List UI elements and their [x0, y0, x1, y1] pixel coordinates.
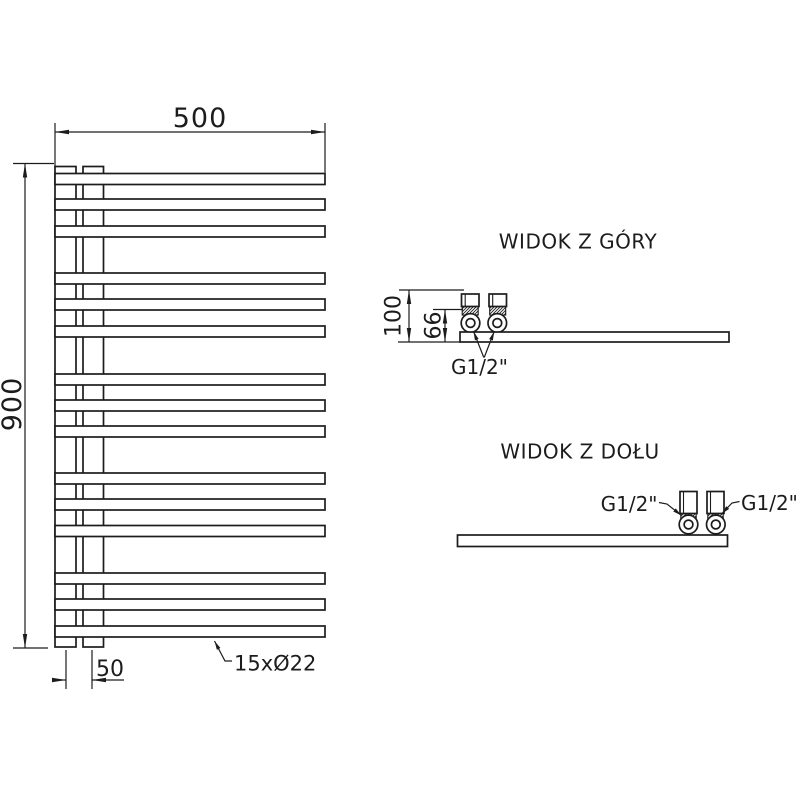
leader-line [658, 501, 682, 516]
tube [54, 272, 326, 285]
tube [54, 524, 326, 538]
leader-line [721, 500, 740, 515]
dim-height-value: 900 [0, 377, 28, 432]
dim-spacing-value: 50 [96, 657, 124, 682]
tube [54, 598, 326, 611]
thread-callout: G1/2" [451, 331, 508, 379]
tube [54, 572, 326, 585]
tube [54, 425, 326, 438]
valve-body [679, 490, 698, 515]
tube [54, 399, 326, 412]
pipe-port-inner [683, 519, 694, 530]
tube [54, 472, 326, 485]
dim-pipe-axis-value: 66 [422, 312, 447, 340]
fitting-left [460, 293, 480, 316]
tube [54, 498, 326, 511]
valve-body [460, 293, 480, 308]
tube [54, 625, 326, 638]
top-view-title: WIDOK Z GÓRY [499, 230, 658, 254]
tube-spec-callout: 15xØ22 [213, 640, 316, 676]
dim-width: 500 [54, 103, 326, 173]
tube [54, 225, 326, 238]
pipe-port-inner [710, 519, 722, 530]
top-view: WIDOK Z GÓRY 100 66 [382, 230, 730, 379]
tube [54, 198, 326, 211]
dim-depth-value: 100 [382, 295, 407, 337]
pipe-port-inner [465, 317, 476, 329]
leader-line [472, 331, 485, 358]
tube [54, 172, 326, 186]
leader-line [213, 640, 232, 662]
dim-width-value: 500 [173, 103, 228, 134]
thread-label-left: G1/2" [601, 492, 658, 516]
front-view: 500 900 50 15xØ22 [0, 103, 326, 689]
valve-body [488, 293, 508, 308]
dim-depth: 100 [382, 289, 464, 342]
tube [54, 373, 326, 386]
panel-edge [459, 331, 730, 343]
thread-callout-right: G1/2" [721, 491, 798, 515]
thread-label: G1/2" [451, 355, 508, 379]
pipe-port-inner [492, 317, 503, 329]
fitting-right [706, 490, 725, 521]
fitting-right [488, 293, 508, 316]
thread-callout-left: G1/2" [601, 492, 682, 516]
thread-label-right: G1/2" [741, 491, 798, 515]
panel-edge [456, 534, 729, 548]
tube-spec-label: 15xØ22 [234, 652, 316, 676]
dim-height: 900 [0, 162, 54, 649]
tube [54, 325, 326, 338]
leader-line [483, 331, 495, 358]
valve-body [706, 490, 725, 515]
bottom-view-title: WIDOK Z DOŁU [500, 440, 659, 464]
radiator-body [54, 165, 326, 648]
dim-collector-spacing: 50 [52, 650, 124, 689]
dim-pipe-axis: 66 [422, 308, 463, 342]
bottom-view: WIDOK Z DOŁU G1/2" G1/2" [456, 440, 798, 548]
tube [54, 298, 326, 311]
